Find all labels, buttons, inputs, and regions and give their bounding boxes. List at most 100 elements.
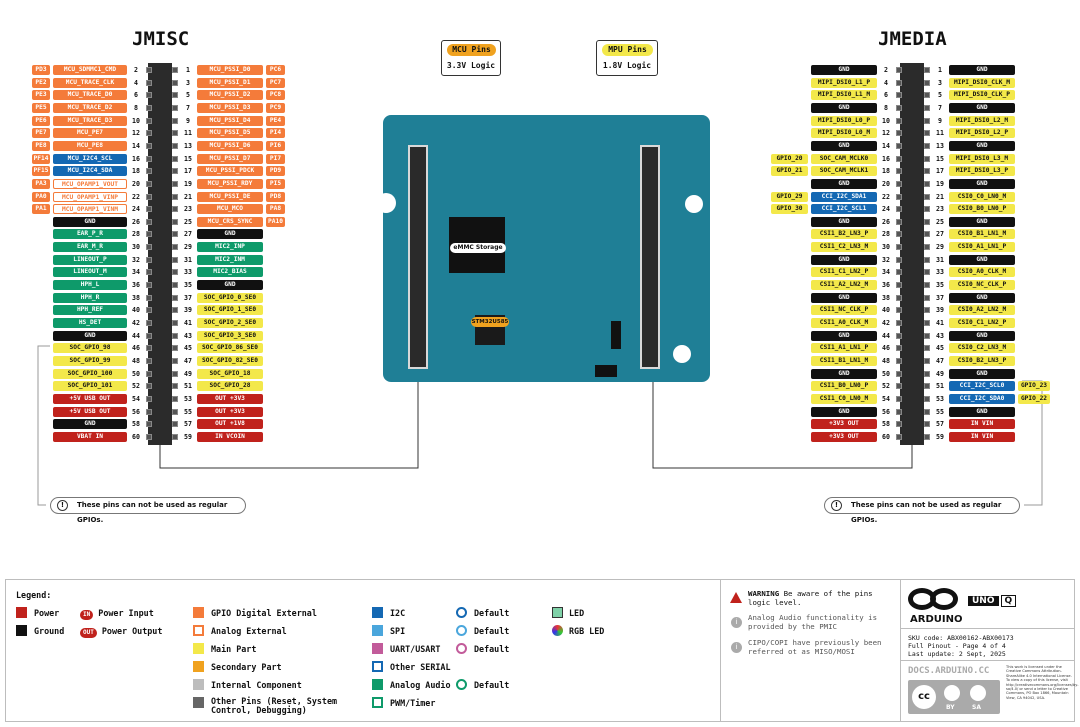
pin-label: GND	[949, 102, 1015, 113]
pin-label: GND	[811, 330, 877, 341]
pin-label: PE3	[32, 90, 50, 101]
header-pin	[172, 320, 178, 326]
header-pin	[146, 67, 152, 73]
header-pin	[896, 218, 902, 225]
pin-number: 29	[184, 243, 192, 252]
pin-label: GPIO_20	[771, 153, 808, 164]
header-pin	[172, 370, 178, 377]
pin-label: OUT +1V8	[197, 419, 263, 430]
pin-number: 25	[936, 217, 944, 226]
pin-number: 29	[936, 243, 944, 252]
pin-label: CSI1_C1_LN2_P	[811, 267, 877, 278]
pin-number: 54	[132, 394, 140, 403]
pin-number: 7	[186, 103, 190, 112]
info-icon: i	[731, 617, 742, 628]
jmedia-title: JMEDIA	[878, 28, 947, 50]
legend-other-pins: Other Pins (Reset, System Control, Debug…	[211, 696, 338, 715]
pin-label: CCI_I2C_SCL1	[811, 204, 877, 215]
pin-label: CSI1_B1_LN1_M	[811, 355, 877, 366]
pin-label: PA0	[32, 191, 50, 202]
pin-number: 39	[184, 306, 192, 315]
pin-label: CSI0_A0_CLK_M	[949, 267, 1015, 278]
pin-number: 32	[132, 255, 140, 264]
pin-label: CSI1_A1_LN1_P	[811, 343, 877, 354]
header-pin	[896, 244, 902, 251]
pin-label: IN VIN	[949, 431, 1015, 442]
header-pin	[896, 332, 902, 339]
mcu-logic-box: MCU Pins 3.3V Logic	[441, 40, 501, 76]
pin-number: 50	[132, 369, 140, 378]
pin-label: MIPI_DSI0_L2_M	[949, 115, 1015, 126]
header-pin	[146, 383, 152, 390]
rgb-led-icon	[552, 625, 563, 636]
pin-number: 48	[882, 356, 890, 365]
header-pin	[146, 244, 152, 251]
header-pin	[172, 218, 178, 225]
header-pin	[924, 282, 930, 289]
legend-power-output: OUT Power Output	[80, 626, 162, 638]
legend-divider-3	[901, 628, 1075, 629]
pinout-page: Full Pinout - Page 4 of 4	[908, 642, 1006, 650]
header-pin	[924, 180, 930, 187]
pin-label: MIPI_DSI0_CLK_M	[949, 77, 1015, 88]
header-pin	[924, 345, 930, 352]
pin-label: SOC_GPIO_101	[53, 381, 127, 392]
pin-number: 16	[882, 154, 890, 163]
pin-number: 31	[184, 255, 192, 264]
warning-bold: WARNING	[748, 589, 780, 598]
pin-label: MCU_PSSI_DE	[197, 191, 263, 202]
legend-divider-2	[900, 580, 901, 721]
header-pin	[172, 294, 178, 301]
info-icon: !	[831, 500, 842, 511]
pin-label: MCU_PSSI_D2	[197, 90, 263, 101]
header-pin	[172, 383, 178, 390]
warning-text: WARNING Be aware of the pins logic level…	[748, 589, 898, 607]
pin-label: GPIO_29	[771, 191, 808, 202]
header-pin	[172, 79, 178, 86]
pin-label: PC8	[266, 90, 285, 101]
pin-number: 3	[938, 78, 942, 87]
pin-label: PE5	[32, 102, 50, 113]
docs-link[interactable]: DOCS.ARDUINO.CC	[908, 666, 990, 676]
pin-number: 57	[184, 420, 192, 429]
legend-analog-audio: Analog Audio	[390, 680, 451, 690]
legend-analog-ext: Analog External	[211, 626, 287, 636]
header-pin	[924, 320, 930, 326]
pin-number: 9	[938, 116, 942, 125]
pin-number: 31	[936, 255, 944, 264]
pin-number: 22	[882, 192, 890, 201]
pin-label: MCU_PE7	[53, 128, 127, 139]
mpu-logic-level: 1.8V Logic	[602, 61, 652, 70]
pin-number: 58	[882, 420, 890, 429]
header-pin	[172, 193, 178, 200]
pin-label: MCU_OPAMP1_VINP	[53, 191, 127, 202]
pin-label: IN VCOIN	[197, 431, 263, 442]
warning-icon	[730, 592, 742, 603]
header-pin	[172, 130, 178, 137]
pin-label: GPIO_22	[1018, 393, 1050, 404]
pin-number: 21	[936, 192, 944, 201]
header-pin	[146, 370, 152, 377]
header-pin	[896, 383, 902, 390]
header-pin	[172, 104, 178, 111]
pin-number: 35	[936, 281, 944, 290]
header-pin	[172, 421, 178, 428]
pin-label: SOC_GPIO_3_SE0	[197, 330, 263, 341]
pin-number: 47	[936, 356, 944, 365]
analog-ext-swatch	[193, 625, 204, 636]
pin-number: 43	[936, 331, 944, 340]
legend-uart: UART/USART	[390, 644, 441, 654]
pin-label: HPH_L	[53, 280, 127, 291]
pin-label: SOC_GPIO_99	[53, 355, 127, 366]
pin-number: 35	[184, 281, 192, 290]
header-pin	[172, 395, 178, 402]
header-pin	[172, 307, 178, 314]
pin-label: CCI_I2C_SDA0	[949, 393, 1015, 404]
header-pin	[896, 92, 902, 99]
header-pin	[924, 421, 930, 428]
pin-number: 7	[938, 103, 942, 112]
legend-gpio-ext: GPIO Digital External	[211, 608, 317, 618]
pin-number: 32	[882, 255, 890, 264]
pin-label: VBAT IN	[53, 431, 127, 442]
header-pin	[146, 357, 152, 364]
